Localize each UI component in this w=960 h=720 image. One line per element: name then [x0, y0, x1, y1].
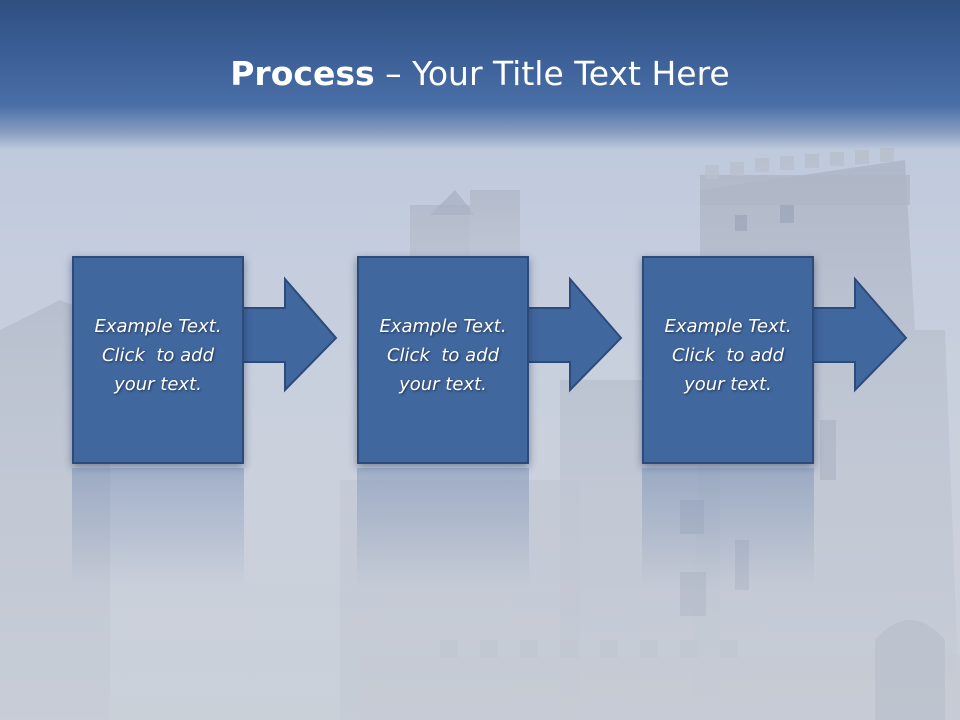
step-box[interactable] — [72, 256, 244, 464]
step-text-line-1: Example Text. — [94, 316, 222, 337]
step-box[interactable] — [357, 256, 529, 464]
step-text[interactable]: Example Text. Click to add your text. — [642, 312, 814, 399]
step-text-line-3: your text. — [399, 374, 487, 395]
step-text-line-2: Click to add — [101, 345, 214, 366]
step-text-line-1: Example Text. — [379, 316, 507, 337]
title-bar — [0, 0, 960, 150]
step-reflection — [72, 468, 244, 588]
process-step-1[interactable]: Example Text. Click to add your text. — [72, 256, 342, 466]
slide-title[interactable]: Process – Your Title Text Here — [0, 52, 960, 96]
step-text-line-2: Click to add — [671, 345, 784, 366]
step-text-line-2: Click to add — [386, 345, 499, 366]
step-text-line-1: Example Text. — [664, 316, 792, 337]
process-step-3[interactable]: Example Text. Click to add your text. — [642, 256, 912, 466]
right-arrow-icon — [236, 276, 338, 393]
right-arrow-icon — [806, 276, 908, 393]
step-text[interactable]: Example Text. Click to add your text. — [357, 312, 529, 399]
step-reflection — [357, 468, 529, 588]
step-box[interactable] — [642, 256, 814, 464]
right-arrow-icon — [521, 276, 623, 393]
process-step-2[interactable]: Example Text. Click to add your text. — [357, 256, 627, 466]
title-rest: – Your Title Text Here — [374, 54, 730, 93]
title-bold: Process — [230, 54, 375, 93]
step-text-line-3: your text. — [114, 374, 202, 395]
step-text[interactable]: Example Text. Click to add your text. — [72, 312, 244, 399]
step-text-line-3: your text. — [684, 374, 772, 395]
step-reflection — [642, 468, 814, 588]
